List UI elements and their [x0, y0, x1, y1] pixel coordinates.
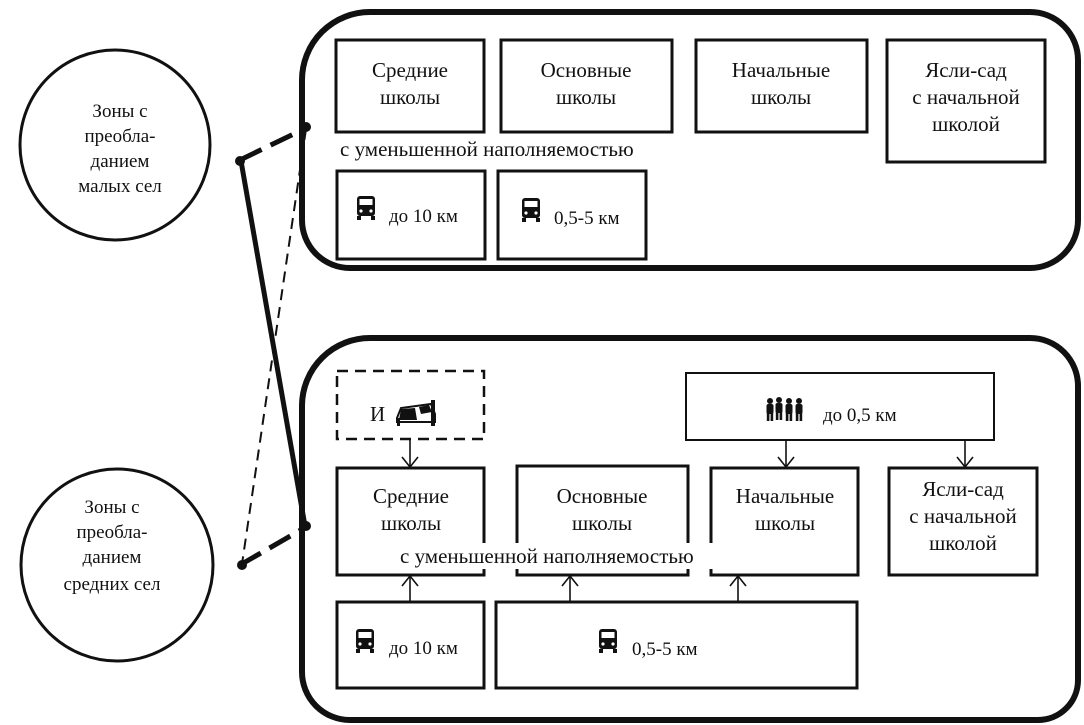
arrows-up	[401, 574, 747, 601]
zone-medium-line1: Зоны с	[84, 497, 139, 518]
people-walking-icon	[766, 397, 803, 421]
arrows-down	[401, 440, 974, 469]
svg-text:школы: школы	[755, 511, 815, 535]
top-transport-10km: до 10 км	[335, 169, 487, 261]
svg-text:школой: школой	[932, 112, 1000, 136]
top-basic-schools: Основные школы	[499, 38, 674, 134]
bed-icon	[396, 400, 436, 426]
svg-text:школы: школы	[556, 85, 616, 109]
walking-box: до 0,5 км	[685, 372, 995, 441]
bottom-transport-0-5-5km: 0,5-5 км	[494, 600, 859, 690]
svg-text:до 10 км: до 10 км	[389, 638, 458, 659]
svg-text:Основные: Основные	[541, 58, 632, 82]
bottom-transport-10km: до 10 км	[335, 600, 486, 690]
zone-small-line1: Зоны с	[92, 101, 147, 122]
svg-text:до 0,5 км: до 0,5 км	[823, 405, 897, 426]
zone-medium-line2: преобла-	[76, 522, 147, 543]
bottom-panel: И до 0,5 км	[299, 335, 1081, 723]
svg-text:Ясли-сад: Ясли-сад	[925, 58, 1007, 82]
boarding-box: И	[335, 369, 486, 441]
top-secondary-schools: Средние школы	[334, 38, 486, 134]
bottom-reduced-capacity-note: с уменьшенной наполняемостью	[400, 544, 694, 568]
zone-small-line2: преобла-	[84, 126, 155, 147]
svg-text:0,5-5 км: 0,5-5 км	[632, 639, 698, 660]
svg-text:с начальной: с начальной	[912, 85, 1019, 109]
bottom-primary-schools: Начальные школы	[709, 466, 860, 577]
top-transport-0-5-5km: 0,5-5 км	[496, 169, 648, 261]
svg-text:Начальные: Начальные	[736, 484, 834, 508]
bus-icon	[522, 198, 540, 222]
svg-text:Начальные: Начальные	[732, 58, 830, 82]
bus-icon	[599, 629, 617, 653]
svg-text:до 10 км: до 10 км	[389, 206, 458, 227]
zone-small-line3: данием	[91, 151, 150, 172]
zone-medium-villages: Зоны с преобла- данием средних сел	[19, 467, 215, 663]
svg-text:0,5-5 км: 0,5-5 км	[554, 208, 620, 229]
svg-text:И: И	[370, 402, 385, 426]
zone-small-line4: малых сел	[78, 176, 162, 197]
top-reduced-capacity-note: с уменьшенной наполняемостью	[340, 137, 634, 161]
svg-text:Средние: Средние	[372, 58, 448, 82]
bottom-nursery-school: Ясли-сад с начальной школой	[887, 466, 1039, 577]
bottom-secondary-schools: Средние школы	[335, 466, 486, 577]
svg-text:школы: школы	[572, 511, 632, 535]
zone-connectors	[235, 122, 311, 570]
svg-text:Средние: Средние	[373, 484, 449, 508]
svg-text:школы: школы	[380, 85, 440, 109]
bus-icon	[356, 629, 374, 653]
top-nursery-school: Ясли-сад с начальной школой	[885, 38, 1047, 164]
svg-text:Основные: Основные	[557, 484, 648, 508]
bottom-basic-schools: Основные школы	[515, 464, 690, 577]
bus-icon	[357, 196, 375, 220]
zone-small-villages: Зоны с преобла- данием малых сел	[18, 48, 212, 242]
svg-text:Ясли-сад: Ясли-сад	[922, 477, 1004, 501]
zone-medium-line3: данием	[83, 547, 142, 568]
svg-text:школы: школы	[381, 511, 441, 535]
top-panel: Средние школы Основные школы Начальные ш…	[299, 9, 1081, 271]
svg-text:с начальной: с начальной	[909, 504, 1016, 528]
svg-text:школой: школой	[929, 531, 997, 555]
svg-text:школы: школы	[751, 85, 811, 109]
zone-medium-line4: средних сел	[64, 574, 161, 595]
top-primary-schools: Начальные школы	[694, 38, 869, 134]
